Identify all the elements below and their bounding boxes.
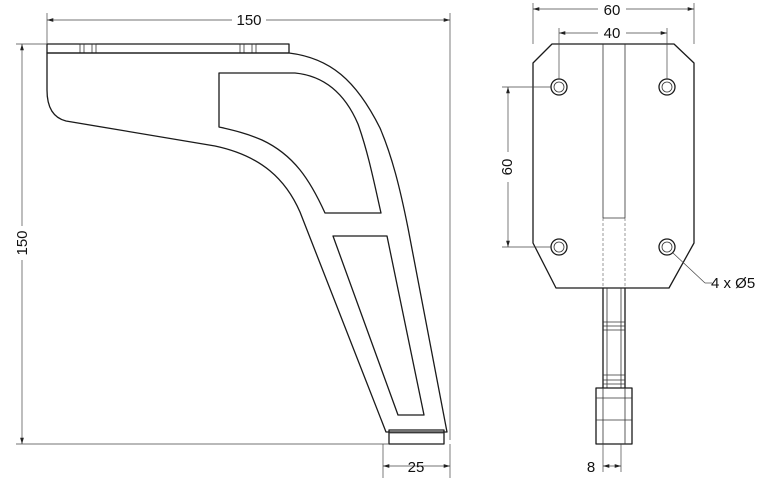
overall-height-label: 150 <box>14 230 31 255</box>
dim-overall-width: 150 <box>46 11 451 440</box>
foot-front <box>595 387 633 445</box>
upper-cutout <box>218 72 382 214</box>
center-strip <box>602 44 626 288</box>
hole-spacing-vertical-label: 60 <box>499 159 516 176</box>
mounting-plate <box>532 43 695 289</box>
foot-width-label: 25 <box>408 459 425 476</box>
overall-width-label: 150 <box>236 12 261 29</box>
mounting-holes <box>550 78 676 256</box>
leg-stem <box>602 288 626 388</box>
front-view <box>532 43 695 445</box>
plate-width-label: 60 <box>604 2 621 19</box>
leg-thickness-label: 8 <box>587 459 595 476</box>
top-plate-screws <box>79 43 257 54</box>
leg-outline <box>46 52 448 433</box>
dim-hole-spacing-vertical: 60 <box>498 86 551 248</box>
foot-pad <box>388 429 445 445</box>
lower-cutout <box>332 235 425 416</box>
dim-hole-spacing-horizontal: 40 <box>558 24 668 79</box>
dim-leg-thickness: 8 <box>587 444 622 476</box>
hole-callout-label: 4 x Ø5 <box>711 275 755 292</box>
side-view <box>46 43 448 445</box>
hole-callout: 4 x Ø5 <box>672 252 755 292</box>
top-plate <box>46 43 290 54</box>
hole-spacing-horizontal-label: 40 <box>604 25 621 42</box>
dim-plate-width: 60 <box>532 1 695 44</box>
dim-overall-height: 150 <box>13 43 389 445</box>
dim-foot-width: 25 <box>382 444 451 478</box>
